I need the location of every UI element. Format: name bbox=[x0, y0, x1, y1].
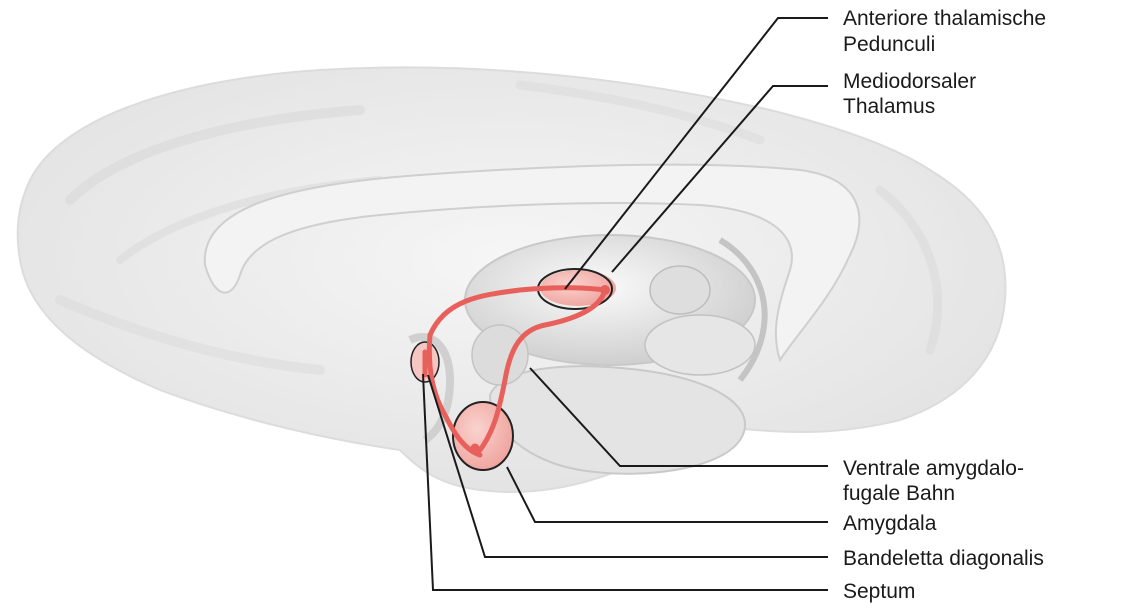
label-amygdala: Amygdala bbox=[843, 512, 937, 535]
label-ventral-line2: fugale Bahn bbox=[843, 482, 955, 505]
amygdala-highlight bbox=[453, 402, 513, 470]
label-ventral-line1: Ventrale amygdalo- bbox=[843, 457, 1024, 480]
label-anterior-line1: Anteriore thalamische bbox=[843, 7, 1046, 30]
label-septum: Septum bbox=[843, 580, 915, 603]
label-mediodorsal-line1: Mediodorsaler bbox=[843, 70, 976, 93]
pathway-terminal-dot bbox=[600, 285, 610, 295]
label-mediodorsal-line2: Thalamus bbox=[843, 95, 935, 118]
label-bandeletta: Bandeletta diagonalis bbox=[843, 547, 1044, 570]
label-anterior-line2: Pedunculi bbox=[843, 33, 935, 56]
amygdala-terminal-dot bbox=[471, 444, 480, 453]
